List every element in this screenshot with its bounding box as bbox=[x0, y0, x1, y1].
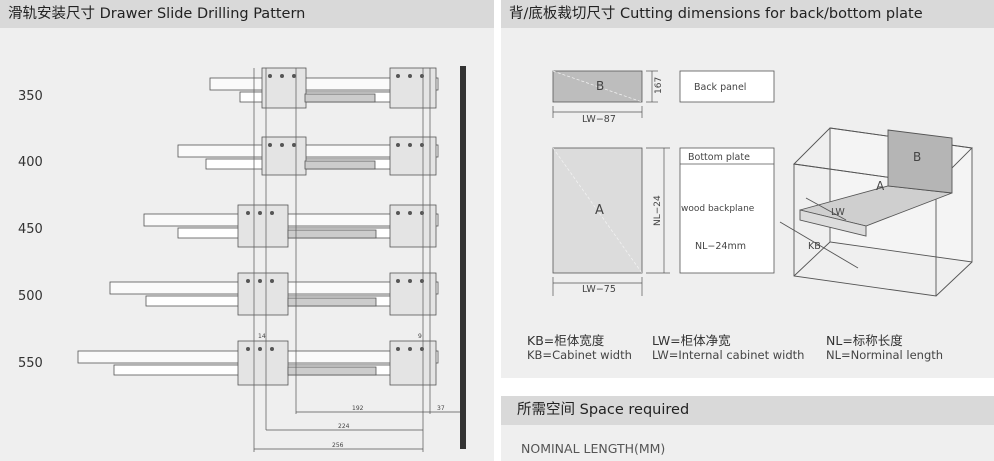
cutting-dimensions-title: 背/底板裁切尺寸 Cutting dimensions for back/bot… bbox=[501, 0, 994, 28]
slide-450 bbox=[143, 204, 439, 248]
isometric-drawer bbox=[779, 127, 973, 297]
back-plate-height: 167 bbox=[654, 77, 664, 94]
bottom-plate-drawing bbox=[552, 147, 670, 296]
bottom-plate-label: A bbox=[595, 203, 604, 218]
length-label-350: 350 bbox=[18, 89, 43, 104]
bottom-plate-caption-line1: wood backplane bbox=[681, 204, 755, 214]
legend-kb-cn: KB=柜体宽度 bbox=[527, 333, 605, 348]
length-label-450: 450 bbox=[18, 222, 43, 237]
legend-kb-en: KB=Cabinet width bbox=[527, 348, 632, 362]
legend-nl-en: NL=Norminal length bbox=[826, 348, 944, 362]
legend-nl-cn: NL=标称长度 bbox=[826, 333, 903, 348]
bottom-plate-caption-line2: NL−24mm bbox=[695, 241, 746, 252]
back-plate-width: LW−87 bbox=[582, 114, 616, 125]
legend-lw-en: LW=Internal cabinet width bbox=[652, 348, 805, 362]
slide-350 bbox=[209, 67, 439, 109]
dim-14: 14 bbox=[258, 333, 266, 340]
back-plate-label: B bbox=[596, 79, 604, 93]
length-label-550: 550 bbox=[18, 356, 43, 371]
back-panel-caption: Back panel bbox=[694, 82, 746, 93]
back-panel-caption-box bbox=[679, 70, 775, 103]
length-label-500: 500 bbox=[18, 289, 43, 304]
dim-224: 224 bbox=[338, 423, 350, 430]
length-label-400: 400 bbox=[18, 155, 43, 170]
iso-label-b: B bbox=[913, 150, 921, 164]
iso-label-kb: KB bbox=[808, 241, 821, 252]
bottom-plate-width: LW−75 bbox=[582, 284, 616, 295]
dim-9: 9 bbox=[418, 333, 422, 340]
cabinet-wall bbox=[460, 66, 466, 449]
legend-lw-cn: LW=柜体净宽 bbox=[652, 333, 731, 348]
slide-500 bbox=[109, 272, 439, 316]
dim-192: 192 bbox=[352, 405, 364, 412]
iso-label-a: A bbox=[876, 179, 885, 193]
dim-256: 256 bbox=[332, 442, 344, 449]
slide-550 bbox=[77, 340, 439, 386]
bottom-plate-height: NL−24 bbox=[653, 195, 663, 226]
drilling-pattern-diagram: 14 9 192 37 224 256 bbox=[77, 66, 466, 452]
back-plate-drawing bbox=[552, 70, 658, 118]
slide-400 bbox=[177, 136, 439, 176]
bottom-plate-caption-box bbox=[679, 147, 775, 274]
bottom-plate-caption-title: Bottom plate bbox=[688, 152, 750, 163]
cutting-diagram: B LW−87 167 Back panel A LW−75 NL−24 Bot… bbox=[552, 70, 973, 297]
nominal-length-label: NOMINAL LENGTH(MM) bbox=[521, 441, 666, 456]
space-required-title: 所需空间 Space required bbox=[501, 396, 994, 425]
dim-37: 37 bbox=[437, 405, 445, 412]
iso-label-lw: LW bbox=[831, 207, 845, 218]
drilling-pattern-title: 滑轨安装尺寸 Drawer Slide Drilling Pattern bbox=[0, 0, 494, 28]
